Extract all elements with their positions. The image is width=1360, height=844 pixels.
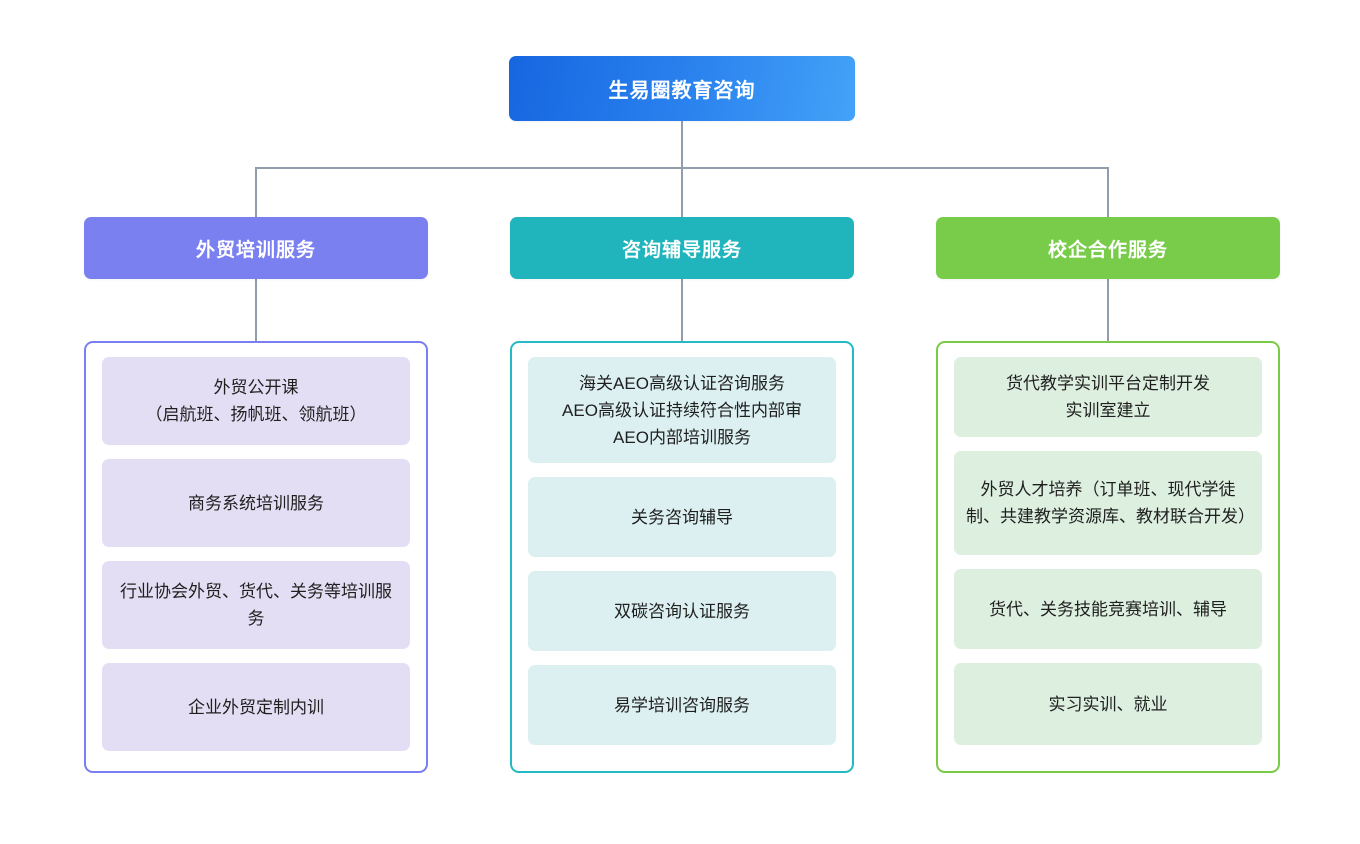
list-item[interactable]: 关务咨询辅导 <box>528 477 836 557</box>
connector-bus-to-branch-2 <box>681 167 683 217</box>
connector-branch-2-to-panel <box>681 279 683 341</box>
list-item[interactable]: 货代、关务技能竞赛培训、辅导 <box>954 569 1262 649</box>
list-item[interactable]: 海关AEO高级认证咨询服务 AEO高级认证持续符合性内部审 AEO内部培训服务 <box>528 357 836 463</box>
list-item-label: 货代、关务技能竞赛培训、辅导 <box>989 599 1227 619</box>
list-item[interactable]: 外贸人才培养（订单班、现代学徒制、共建教学资源库、教材联合开发） <box>954 451 1262 555</box>
branch-panel-xiaoqi-hezuo: 货代教学实训平台定制开发 实训室建立 外贸人才培养（订单班、现代学徒制、共建教学… <box>936 341 1280 773</box>
list-item[interactable]: 货代教学实训平台定制开发 实训室建立 <box>954 357 1262 437</box>
connector-bus-to-branch-1 <box>255 167 257 217</box>
list-item-label: 实习实训、就业 <box>1048 694 1168 714</box>
list-item[interactable]: 企业外贸定制内训 <box>102 663 410 751</box>
list-item[interactable]: 行业协会外贸、货代、关务等培训服务 <box>102 561 410 649</box>
branch-header-waimao-peixun[interactable]: 外贸培训服务 <box>84 217 428 279</box>
list-item-label: 易学培训咨询服务 <box>614 695 750 715</box>
list-item-label: 双碳咨询认证服务 <box>614 601 750 621</box>
connector-bus-to-branch-3 <box>1107 167 1109 217</box>
root-node[interactable]: 生易圈教育咨询 <box>509 56 855 121</box>
connector-branch-3-to-panel <box>1107 279 1109 341</box>
list-item[interactable]: 易学培训咨询服务 <box>528 665 836 745</box>
branch-header-xiaoqi-hezuo[interactable]: 校企合作服务 <box>936 217 1280 279</box>
list-item-label: 企业外贸定制内训 <box>188 697 324 717</box>
list-item[interactable]: 商务系统培训服务 <box>102 459 410 547</box>
branch-header-label: 校企合作服务 <box>1047 239 1168 261</box>
list-item[interactable]: 双碳咨询认证服务 <box>528 571 836 651</box>
list-item-label: 货代教学实训平台定制开发 实训室建立 <box>1006 374 1210 420</box>
branch-header-label: 咨询辅导服务 <box>621 239 742 261</box>
list-item-label: 海关AEO高级认证咨询服务 AEO高级认证持续符合性内部审 AEO内部培训服务 <box>562 373 802 447</box>
list-item-label: 外贸人才培养（订单班、现代学徒制、共建教学资源库、教材联合开发） <box>966 480 1255 526</box>
branch-header-zixun-fudao[interactable]: 咨询辅导服务 <box>510 217 854 279</box>
list-item-label: 外贸公开课 （启航班、扬帆班、领航班） <box>145 378 367 424</box>
list-item-label: 关务咨询辅导 <box>631 507 733 527</box>
list-item-label: 商务系统培训服务 <box>188 493 324 513</box>
connector-root-stem <box>681 121 683 168</box>
branch-panel-waimao-peixun: 外贸公开课 （启航班、扬帆班、领航班） 商务系统培训服务 行业协会外贸、货代、关… <box>84 341 428 773</box>
list-item-label: 行业协会外贸、货代、关务等培训服务 <box>120 582 392 628</box>
root-node-label: 生易圈教育咨询 <box>608 80 756 102</box>
branch-panel-zixun-fudao: 海关AEO高级认证咨询服务 AEO高级认证持续符合性内部审 AEO内部培训服务 … <box>510 341 854 773</box>
connector-branch-1-to-panel <box>255 279 257 341</box>
list-item[interactable]: 外贸公开课 （启航班、扬帆班、领航班） <box>102 357 410 445</box>
list-item[interactable]: 实习实训、就业 <box>954 663 1262 745</box>
branch-header-label: 外贸培训服务 <box>195 239 316 261</box>
